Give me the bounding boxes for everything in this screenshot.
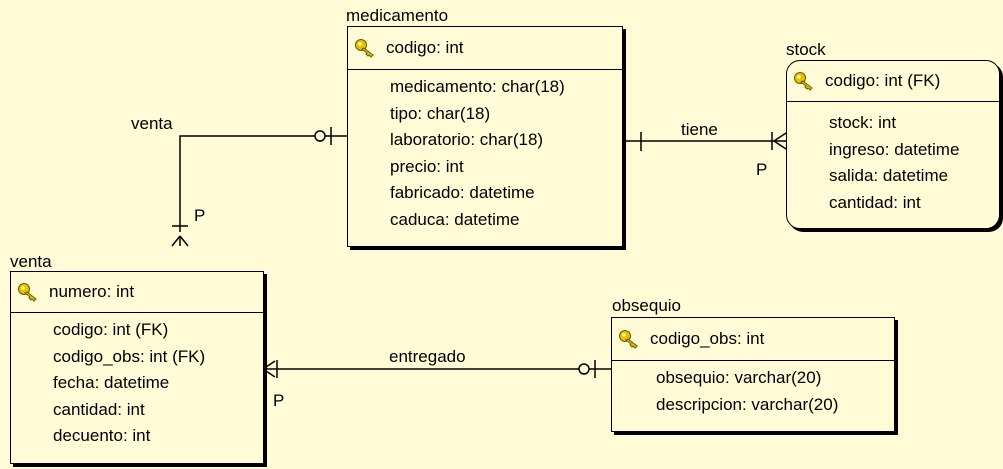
attribute-list: stock: int ingreso: datetime salida: dat… (787, 102, 999, 216)
attribute: descripcion: varchar(20) (656, 394, 839, 414)
relationship-label-tiene: tiene (681, 120, 718, 139)
primary-key-label: numero: int (49, 282, 135, 301)
relationship-label-entregado: entregado (389, 347, 466, 366)
attribute: stock: int (829, 113, 897, 132)
relationship-venta-obsequio (262, 360, 611, 378)
entity-title-stock: stock (786, 40, 826, 59)
attribute: fabricado: datetime (390, 183, 535, 202)
key-icon (793, 71, 815, 91)
primary-key-row: codigo_obs: int (612, 318, 894, 361)
attribute: laboratorio: char(18) (390, 130, 544, 149)
attribute: decuento: int (53, 426, 151, 445)
relationship-label-venta: venta (131, 114, 173, 133)
relationship-marker-venta: P (194, 206, 206, 225)
attribute: codigo_obs: int (FK) (53, 346, 206, 366)
key-icon (17, 282, 39, 302)
primary-key-label: codigo_obs: int (650, 329, 765, 348)
entity-venta[interactable]: numero: int codigo: int (FK) codigo_obs:… (10, 271, 264, 464)
key-icon (618, 329, 640, 349)
attribute: precio: int (390, 156, 464, 176)
attribute-list: codigo: int (FK) codigo_obs: int (FK) fe… (11, 313, 263, 450)
attribute-list: obsequio: varchar(20) descripcion: varch… (612, 361, 894, 418)
relationship-marker-tiene: P (756, 160, 768, 179)
key-icon (354, 38, 376, 58)
entity-obsequio[interactable]: codigo_obs: int obsequio: varchar(20) de… (611, 317, 895, 432)
primary-key-row: numero: int (11, 272, 263, 313)
attribute: medicamento: char(18) (390, 77, 565, 96)
primary-key-row: codigo: int (348, 27, 622, 70)
attribute-list: medicamento: char(18) tipo: char(18) lab… (348, 70, 622, 233)
primary-key-row: codigo: int (FK) (787, 61, 999, 102)
attribute: obsequio: varchar(20) (656, 368, 822, 387)
relationship-medicamento-stock (624, 132, 787, 151)
relationship-marker-entregado: P (273, 391, 285, 410)
relationship-venta-medicamento (171, 127, 347, 247)
attribute: ingreso: datetime (829, 139, 960, 159)
entity-title-obsequio: obsequio (612, 296, 682, 315)
attribute: cantidad: int (829, 192, 921, 212)
primary-key-label: codigo: int (FK) (825, 71, 941, 90)
attribute: fecha: datetime (53, 373, 170, 392)
attribute: codigo: int (FK) (53, 320, 169, 339)
primary-key-label: codigo: int (386, 38, 464, 57)
entity-medicamento[interactable]: codigo: int medicamento: char(18) tipo: … (347, 26, 623, 247)
attribute: salida: datetime (829, 166, 949, 185)
attribute: caduca: datetime (390, 209, 520, 229)
attribute: cantidad: int (53, 399, 145, 419)
entity-title-medicamento: medicamento (346, 6, 449, 25)
entity-stock[interactable]: codigo: int (FK) stock: int ingreso: dat… (786, 60, 1000, 229)
attribute: tipo: char(18) (390, 103, 491, 123)
entity-title-venta: venta (10, 252, 52, 271)
